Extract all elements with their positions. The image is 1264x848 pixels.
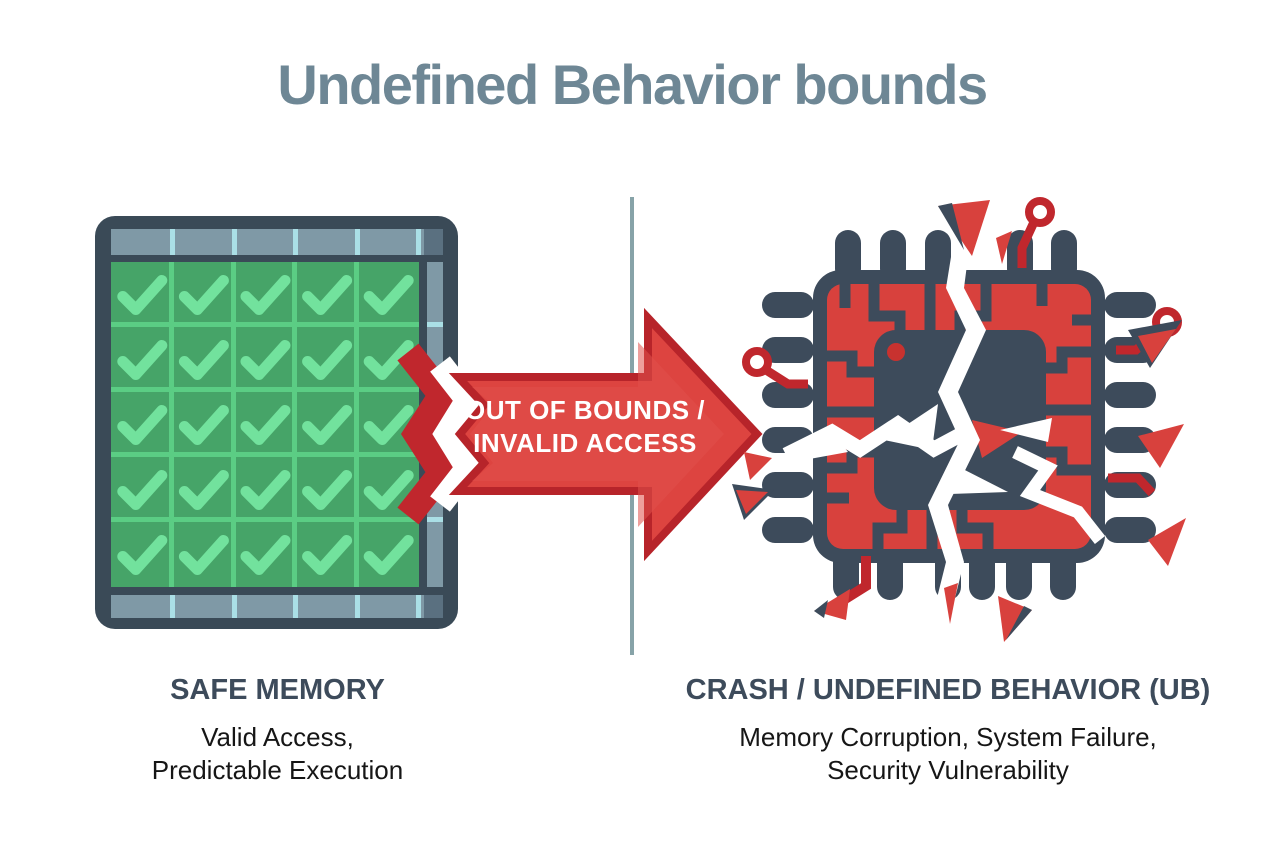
grid-top-separators bbox=[170, 229, 421, 255]
shard-dark-sliver bbox=[814, 600, 828, 618]
arrow-label-line1: OUT OF BOUNDS / bbox=[465, 395, 705, 425]
arrow-tail-chevron-red bbox=[397, 343, 459, 525]
arrow-label-line2: INVALID ACCESS bbox=[473, 428, 697, 458]
circuit-node-icon bbox=[742, 347, 772, 377]
safe-memory-heading: SAFE MEMORY bbox=[170, 674, 385, 706]
shard-red bbox=[1148, 518, 1186, 566]
arrow-body-highlight bbox=[470, 342, 724, 527]
circuit-node-icon bbox=[1025, 197, 1055, 227]
shard-red bbox=[744, 452, 772, 480]
shard-red bbox=[1138, 329, 1176, 363]
shard-red bbox=[996, 231, 1012, 264]
crash-desc-line2: Security Vulnerability bbox=[827, 755, 1069, 786]
shard-red bbox=[736, 490, 768, 514]
safe-memory-caption: SAFE MEMORY Valid Access, Predictable Ex… bbox=[60, 674, 495, 788]
shard-dark bbox=[938, 203, 964, 250]
cpu-chip-illustration bbox=[732, 197, 1186, 642]
grid-top-corner bbox=[424, 229, 443, 255]
shard-red bbox=[998, 596, 1032, 642]
crash-caption: CRASH / UNDEFINED BEHAVIOR (UB) Memory C… bbox=[648, 674, 1248, 788]
page-title: Undefined Behavior bounds bbox=[277, 53, 988, 116]
shard-dark bbox=[1006, 606, 1032, 640]
broken-trace-arrowhead bbox=[814, 589, 850, 620]
crack-icon bbox=[782, 226, 1106, 602]
grid-top-strip bbox=[111, 229, 443, 255]
die-dot bbox=[887, 343, 905, 361]
shard-red bbox=[944, 583, 958, 624]
arrow-tail-chevron-white bbox=[430, 356, 484, 512]
grid-bottom-corner bbox=[424, 595, 443, 618]
debris-shards bbox=[732, 200, 1186, 642]
crash-desc-line1: Memory Corruption, System Failure, bbox=[739, 722, 1157, 752]
shard-red bbox=[1138, 424, 1184, 468]
memory-grid-illustration bbox=[95, 216, 458, 629]
crash-heading: CRASH / UNDEFINED BEHAVIOR (UB) bbox=[685, 674, 1211, 706]
safe-memory-desc-line1: Valid Access, bbox=[201, 722, 354, 752]
grid-lines bbox=[111, 262, 419, 587]
safe-memory-desc-line2: Predictable Execution bbox=[151, 755, 404, 786]
grid-bottom-strip bbox=[111, 595, 443, 618]
out-of-bounds-arrow: OUT OF BOUNDS / INVALID ACCESS bbox=[397, 307, 763, 562]
grid-bottom-separators bbox=[170, 595, 421, 618]
